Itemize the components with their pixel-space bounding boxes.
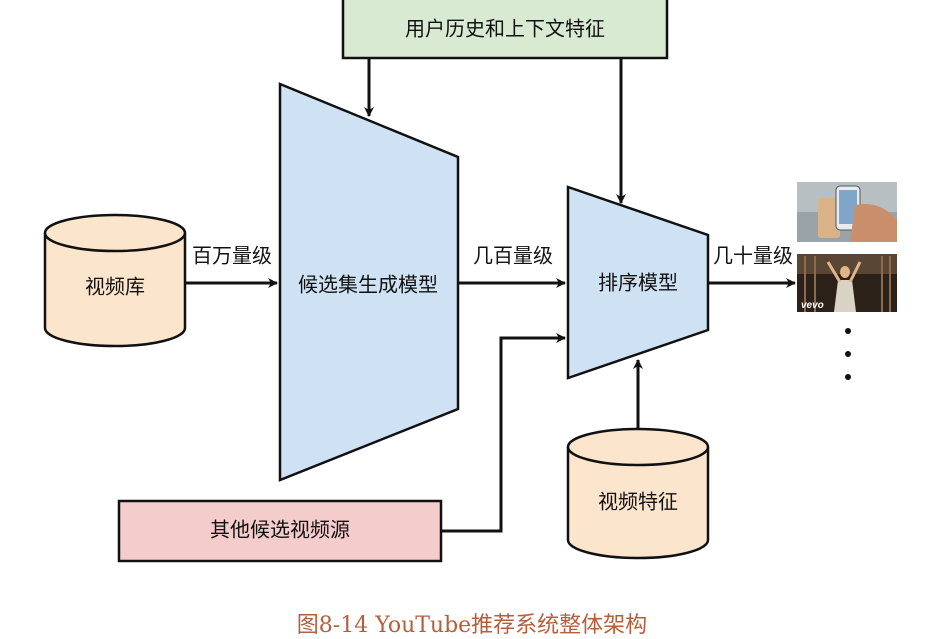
figure-caption: 图8-14 YouTube推荐系统整体架构 — [297, 613, 647, 638]
thumbnail-music-video: vevo — [797, 254, 897, 312]
user-context-box: 用户历史和上下文特征 — [341, 0, 669, 60]
thumbnail-phone — [797, 182, 897, 242]
candidate-model-label: 候选集生成模型 — [298, 273, 438, 297]
video-features-cylinder: 视频特征 — [566, 427, 710, 560]
candidate-generation-model: 候选集生成模型 — [278, 82, 460, 482]
arrow-other-sources-to-ranking — [441, 333, 566, 533]
ranking-model-label: 排序模型 — [598, 271, 678, 295]
other-sources-box: 其他候选视频源 — [117, 499, 443, 563]
user-context-label: 用户历史和上下文特征 — [405, 17, 605, 41]
other-sources-label: 其他候选视频源 — [210, 518, 350, 542]
ranking-model: 排序模型 — [566, 185, 710, 380]
more-results-ellipsis — [845, 328, 851, 380]
edge-label-hundreds: 几百量级 — [473, 244, 553, 268]
video-corpus-label: 视频库 — [85, 275, 145, 299]
edge-label-dozens: 几十量级 — [713, 244, 793, 268]
edge-label-millions: 百万量级 — [192, 244, 272, 268]
video-features-label: 视频特征 — [598, 490, 678, 514]
vevo-logo: vevo — [801, 300, 824, 311]
video-corpus-cylinder: 视频库 — [43, 213, 187, 348]
